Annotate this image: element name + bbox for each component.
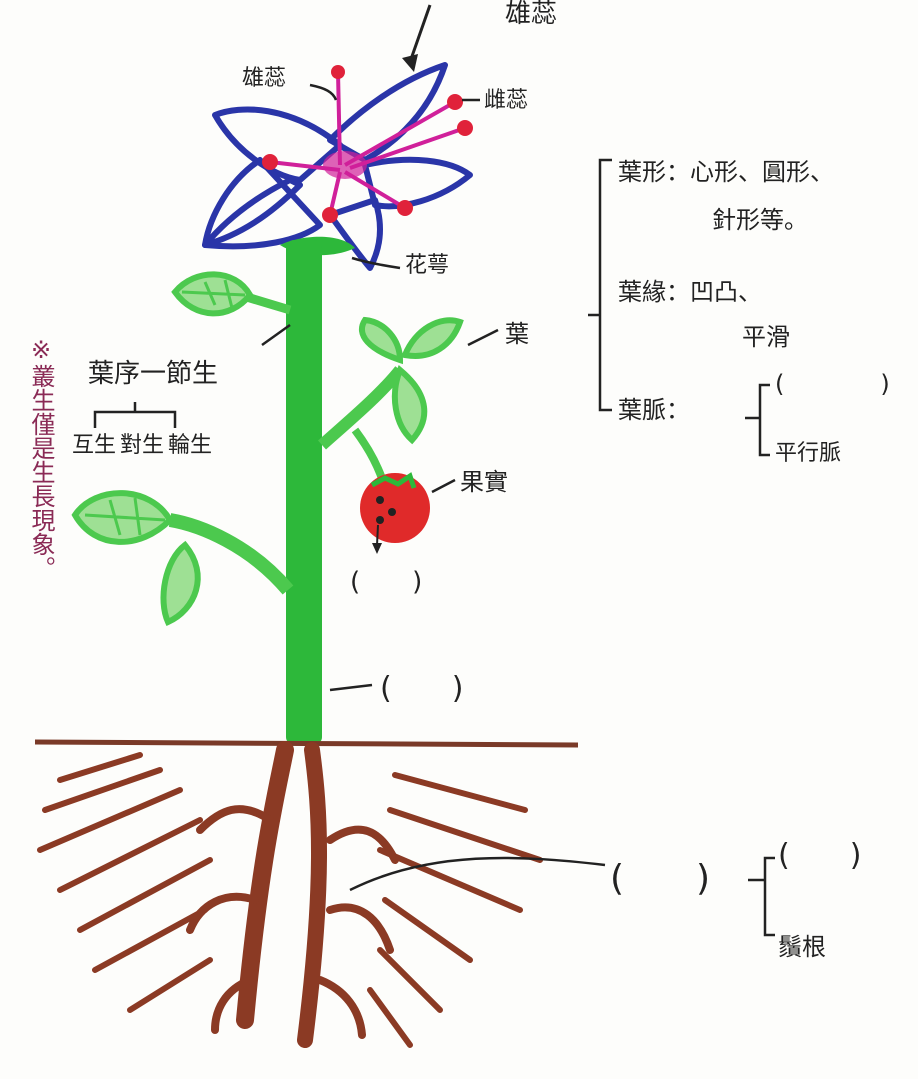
anthers bbox=[262, 65, 473, 223]
petal bbox=[212, 106, 343, 183]
parallel-vein-label: 平行脈 bbox=[775, 441, 841, 466]
arrow-stem bbox=[329, 683, 373, 692]
opposite-label: 對生 bbox=[120, 433, 164, 458]
branch-lower-left bbox=[168, 513, 294, 595]
alternate-label: 互生 bbox=[72, 433, 116, 458]
top-arrow bbox=[408, 4, 432, 63]
top-arrow-head bbox=[402, 54, 418, 72]
bracket-leaf bbox=[588, 158, 612, 412]
seed-arrow-head bbox=[372, 543, 382, 554]
whorled-label: 輪生 bbox=[168, 433, 212, 458]
arrow-stamen bbox=[309, 83, 338, 101]
seed bbox=[376, 516, 384, 524]
seed bbox=[376, 496, 384, 504]
leaf-node-label: 葉序一節生 bbox=[88, 359, 218, 389]
petal bbox=[202, 157, 323, 250]
leaf-vein bbox=[84, 497, 166, 536]
seed-arrow bbox=[376, 524, 379, 546]
leaf-vein-label: 葉脈： bbox=[618, 396, 690, 424]
leaf-right-1 bbox=[358, 316, 404, 365]
fruit-label: 果實 bbox=[460, 468, 508, 496]
arrow-node bbox=[261, 323, 291, 347]
leaf-lower-left-2 bbox=[160, 540, 201, 626]
flower-center bbox=[323, 151, 367, 179]
bracket-arrangement bbox=[93, 402, 177, 428]
fruit-calyx bbox=[370, 472, 417, 489]
root-blank: ( ) bbox=[610, 858, 710, 899]
bracket-vein bbox=[745, 383, 770, 457]
petal bbox=[327, 62, 448, 163]
arrow-fruit bbox=[431, 478, 456, 494]
leaf-vein bbox=[181, 279, 246, 309]
sepal-label: 花萼 bbox=[405, 253, 449, 278]
top-cut-label: 雄蕊 bbox=[505, 0, 557, 29]
bracket-root bbox=[748, 856, 775, 937]
pistil-label: 雌蕊 bbox=[484, 88, 528, 113]
leaf-margin-label-2: 平滑 bbox=[742, 323, 790, 351]
fibrous-root-label: 鬚根 bbox=[778, 933, 826, 961]
seed bbox=[388, 508, 396, 516]
stamen-label: 雄蕊 bbox=[242, 66, 286, 91]
leaf-shape-label-2: 針形等。 bbox=[712, 206, 808, 234]
petal bbox=[362, 156, 473, 210]
arrow-root bbox=[349, 856, 606, 892]
vein-blank: ( ) bbox=[775, 370, 890, 398]
root-sub-blank: ( ) bbox=[778, 838, 861, 873]
arrow-sepal bbox=[351, 256, 401, 270]
roots bbox=[37, 741, 543, 1048]
stamens bbox=[269, 71, 466, 216]
arrow-leaf bbox=[467, 328, 499, 347]
ground-line bbox=[34, 739, 579, 748]
stem-blank: ( ) bbox=[380, 671, 463, 706]
leaf-shape-label: 葉形：心形、圓形、 bbox=[618, 158, 834, 186]
petal bbox=[327, 197, 383, 271]
pointer-arrows bbox=[261, 83, 606, 892]
stem bbox=[286, 240, 322, 745]
leaf-label: 葉 bbox=[505, 320, 529, 348]
branch-right bbox=[318, 366, 405, 450]
seed-blank: ( ) bbox=[350, 567, 422, 597]
side-note: ※叢生僅是生長現象。 bbox=[27, 336, 55, 580]
leaf-right-3 bbox=[391, 365, 428, 445]
leaf-margin-label: 葉緣：凹凸、 bbox=[618, 278, 762, 306]
flower bbox=[202, 62, 473, 271]
leaf-right-2 bbox=[400, 317, 464, 359]
